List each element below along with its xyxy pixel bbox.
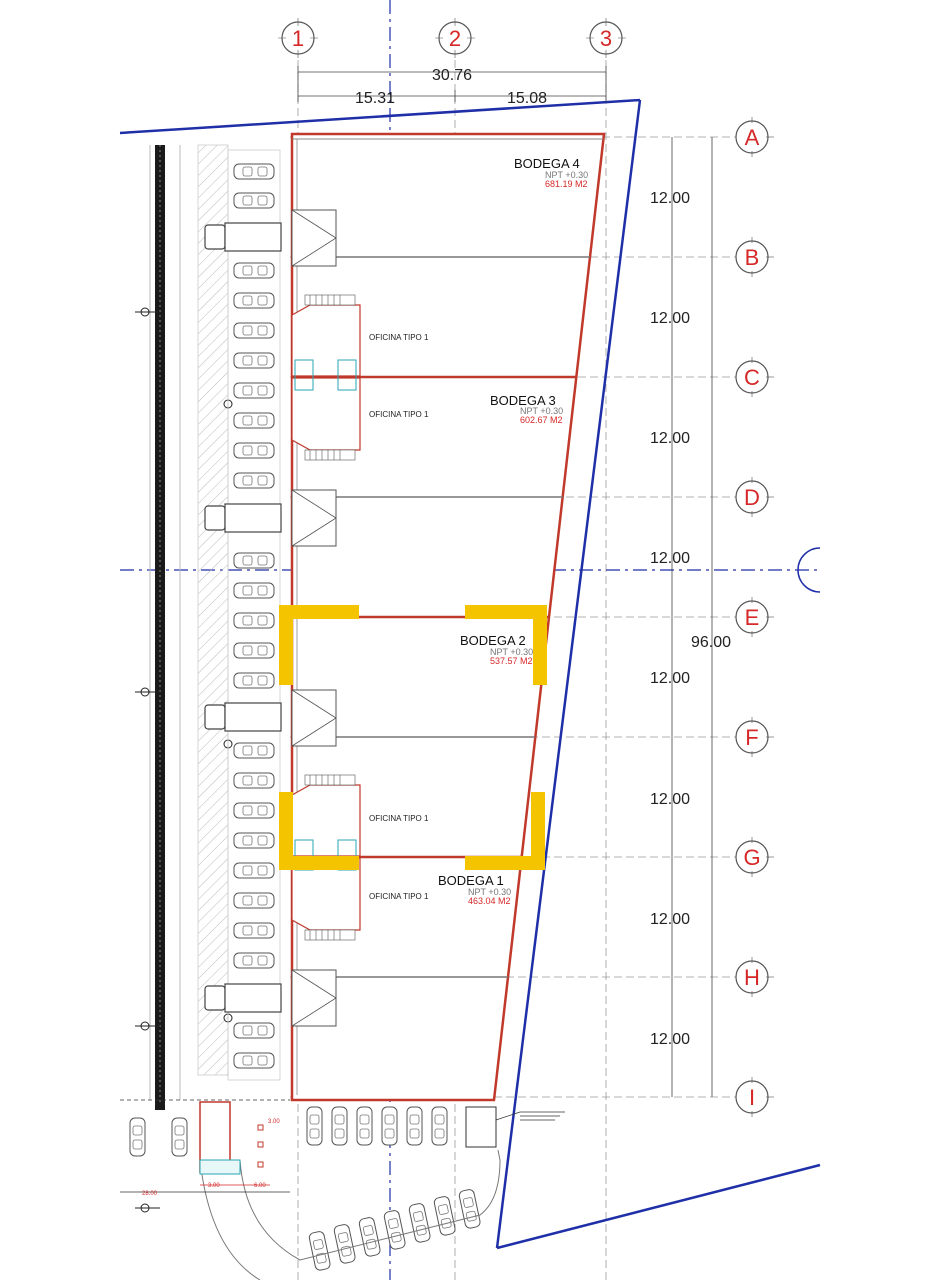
bodega-3-name: BODEGA 3 [490, 393, 556, 408]
office-label-2: OFICINA TIPO 1 [369, 410, 429, 419]
bodega-1-name: BODEGA 1 [438, 873, 504, 888]
row-bubble-b: B [745, 245, 760, 270]
bodega-4-npt: NPT +0.30 [545, 170, 588, 180]
svg-text:3: 3 [600, 26, 612, 51]
row-bubble-d: D [744, 485, 760, 510]
bodega-3-npt: NPT +0.30 [520, 406, 563, 416]
dim-row-ef: 12.00 [650, 670, 690, 687]
row-bubbles [735, 120, 769, 1114]
row-bubble-a: A [745, 125, 760, 150]
dim-row-hi: 12.00 [650, 1031, 690, 1048]
column-bubble-1: 1 [278, 18, 318, 58]
column-bubble-2: 2 [435, 18, 475, 58]
row-bubble-h: H [744, 965, 760, 990]
bodega-4-area: 681.19 M2 [545, 179, 588, 189]
leader-note [495, 1111, 565, 1121]
small-dim-d: 28.00 [142, 1191, 158, 1197]
bodega-1-area: 463.04 M2 [468, 896, 511, 906]
dim-row-bc: 12.00 [650, 310, 690, 327]
dim-total-length: 96.00 [691, 634, 731, 651]
small-dim-b: 3.00 [208, 1183, 220, 1189]
dim-row-fg: 12.00 [650, 791, 690, 808]
access-road [135, 144, 233, 1213]
small-dim-a: 3.00 [268, 1119, 280, 1125]
south-drive [199, 1106, 501, 1280]
column-bubble-3: 3 [586, 18, 626, 58]
dim-row-gh: 12.00 [650, 911, 690, 928]
right-dimension-lines [671, 137, 713, 1097]
site-boundary [119, 98, 821, 1250]
row-bubble-i: I [749, 1085, 755, 1110]
dim-row-de: 12.00 [650, 550, 690, 567]
small-dim-c: 6.00 [254, 1183, 266, 1189]
office-label-1: OFICINA TIPO 1 [369, 333, 429, 342]
guardhouse [120, 1099, 290, 1193]
dim-row-ab: 12.00 [650, 190, 690, 207]
highlight-brackets [279, 605, 547, 870]
dim-col-2-3: 15.08 [507, 90, 547, 107]
bodega-1-npt: NPT +0.30 [468, 887, 511, 897]
office-label-3: OFICINA TIPO 1 [369, 814, 429, 823]
row-bubble-c: C [744, 365, 760, 390]
axis-marker-icon [797, 547, 821, 593]
svg-text:1: 1 [292, 26, 304, 51]
dim-row-cd: 12.00 [650, 430, 690, 447]
svg-text:2: 2 [449, 26, 461, 51]
row-bubble-g: G [743, 845, 760, 870]
row-bubble-f: F [745, 725, 758, 750]
bodega-2-npt: NPT +0.30 [490, 647, 533, 657]
bodega-2-area: 537.57 M2 [490, 656, 533, 666]
dim-total-width: 30.76 [432, 67, 472, 84]
row-bubble-e: E [745, 605, 760, 630]
dim-col-1-2: 15.31 [355, 90, 395, 107]
office-stairs [294, 294, 357, 941]
bodega-4-name: BODEGA 4 [514, 156, 580, 171]
row-bubble-ticks [751, 117, 774, 1117]
office-label-4: OFICINA TIPO 1 [369, 892, 429, 901]
bodega-2-name: BODEGA 2 [460, 633, 526, 648]
top-dimension-lines [297, 66, 607, 102]
bodega-3-area: 602.67 M2 [520, 415, 563, 425]
